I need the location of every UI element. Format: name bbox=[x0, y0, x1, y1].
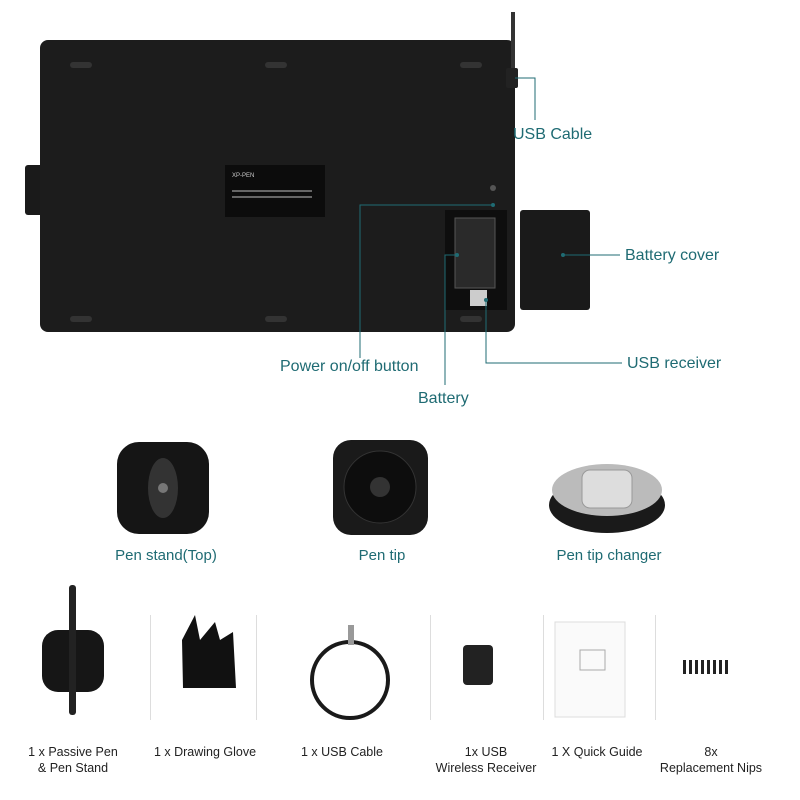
accessory-pen-stand-top: Pen stand(Top) bbox=[115, 547, 217, 564]
usb-receiver-image bbox=[463, 645, 493, 685]
callout-usb-receiver: USB receiver bbox=[627, 355, 722, 372]
replacement-nips-image bbox=[683, 660, 728, 674]
divider bbox=[150, 615, 151, 720]
callout-battery: Battery bbox=[418, 390, 469, 407]
callout-power-button: Power on/off button bbox=[280, 358, 419, 375]
divider bbox=[256, 615, 257, 720]
accessory-pen-tip-changer: Pen tip changer bbox=[556, 547, 662, 564]
item-line2: Replacement Nips bbox=[659, 761, 763, 775]
item-line1: 1x USB bbox=[464, 745, 508, 759]
battery-cover-image bbox=[520, 210, 590, 310]
item-line1: 1 x Drawing Glove bbox=[153, 745, 257, 759]
item-line1: 8x bbox=[704, 745, 718, 759]
brand-logo: XP-PEN bbox=[232, 173, 254, 179]
package-item: 1 x Drawing Glove bbox=[135, 744, 275, 760]
usb-cable-image bbox=[310, 640, 390, 720]
divider bbox=[655, 615, 656, 720]
item-line2: Wireless Receiver bbox=[435, 761, 537, 775]
item-line1: 1 x Passive Pen bbox=[28, 745, 118, 759]
divider bbox=[430, 615, 431, 720]
callout-usb-cable: USB Cable bbox=[513, 126, 593, 143]
callout-battery-cover: Battery cover bbox=[625, 247, 720, 264]
glove-image bbox=[182, 615, 236, 688]
accessory-pen-tip: Pen tip bbox=[358, 547, 406, 564]
package-item: 1 X Quick Guide bbox=[527, 744, 667, 760]
package-item: 1x USB Wireless Receiver bbox=[416, 744, 556, 776]
usb-cable bbox=[511, 12, 515, 87]
item-line1: 1 x USB Cable bbox=[301, 745, 383, 759]
package-item: 1 x Passive Pen & Pen Stand bbox=[3, 744, 143, 776]
divider bbox=[543, 615, 544, 720]
item-line2: & Pen Stand bbox=[37, 761, 109, 775]
power-button bbox=[490, 185, 496, 191]
usb-receiver bbox=[470, 290, 487, 306]
battery bbox=[454, 217, 496, 289]
package-item: 1 x USB Cable bbox=[272, 744, 412, 760]
item-line1: 1 X Quick Guide bbox=[551, 745, 643, 759]
pen-image bbox=[69, 585, 76, 715]
